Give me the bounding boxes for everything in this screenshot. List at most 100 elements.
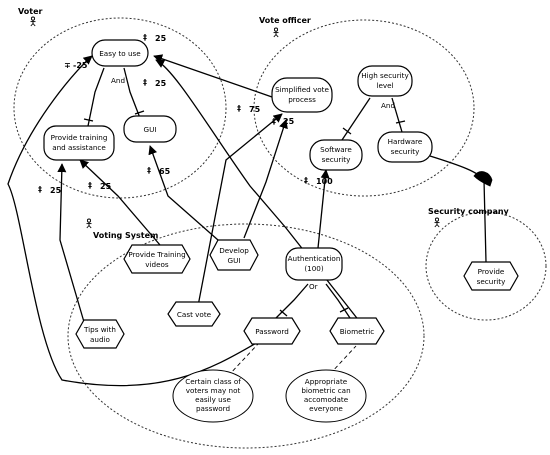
- softgoal-software-security: Software security: [309, 139, 363, 171]
- svg-text:Certain class of: Certain class of: [185, 377, 241, 386]
- voting-system-boundary: [67, 223, 425, 449]
- svg-text:videos: videos: [145, 260, 169, 269]
- and-link-high-to-hardware: [391, 97, 403, 133]
- goal-provide-training: Provide training and assistance: [43, 125, 115, 161]
- svg-text:GUI: GUI: [228, 256, 241, 265]
- voter-boundary: [13, 17, 227, 199]
- svg-text:75: 75: [249, 105, 261, 114]
- svg-text:100: 100: [316, 177, 333, 186]
- and-bar-hardware: [395, 120, 406, 124]
- or-link-auth-to-password: [275, 283, 309, 319]
- task-provide-training-videos: Provide Training videos: [123, 244, 191, 274]
- link-videos-to-training: [79, 159, 161, 246]
- and-label-officer: And: [381, 101, 395, 110]
- svg-text:Develop: Develop: [219, 246, 249, 255]
- softgoal-hardware-security: Hardware security: [377, 131, 433, 163]
- belief-password: Certain class of voters may not easily u…: [172, 369, 254, 423]
- plus-dagger-icon: ‡: [143, 33, 147, 42]
- and-label-voter: And: [111, 76, 125, 85]
- vote-officer-actor-label: Vote officer: [259, 16, 311, 25]
- svg-text:level: level: [376, 81, 393, 90]
- svg-text:Provide Training: Provide Training: [128, 250, 185, 259]
- svg-text:Password: Password: [255, 327, 289, 336]
- contribution-25-and: ‡ 25: [143, 78, 167, 88]
- svg-text:Cast vote: Cast vote: [177, 310, 212, 319]
- contribution-25-top: ‡ 25: [143, 33, 167, 43]
- security-company-actor-label: Security company: [428, 207, 510, 216]
- svg-text:audio: audio: [90, 335, 110, 344]
- link-password-to-easy: [7, 55, 259, 387]
- svg-text:security: security: [322, 155, 351, 164]
- plus-dagger-icon: ‡: [143, 78, 147, 87]
- svg-text:25: 25: [100, 182, 112, 191]
- svg-text:Provide training: Provide training: [51, 133, 108, 142]
- or-bar-biometric: [339, 307, 349, 313]
- svg-text:voters may not: voters may not: [186, 386, 241, 395]
- and-bar-software: [342, 127, 352, 135]
- task-password: Password: [243, 317, 301, 345]
- contribution-65: ‡ 65: [147, 166, 171, 176]
- minus-dagger-icon: ∓: [64, 61, 71, 70]
- contribution-25-ptv: ‡ 25: [88, 181, 112, 191]
- plus-dagger-icon: ‡: [237, 104, 241, 113]
- svg-text:biometric can: biometric can: [301, 386, 350, 395]
- voter-actor-label: Voter: [18, 7, 43, 16]
- voter-actor-icon: [30, 16, 36, 27]
- svg-text:process: process: [288, 95, 316, 104]
- or-link-auth-to-biometric: [325, 283, 351, 319]
- and-link-easy-to-gui: [123, 67, 141, 119]
- link-tips-to-training: [57, 163, 85, 323]
- svg-text:GUI: GUI: [144, 125, 157, 134]
- voting-system-actor-icon: [86, 218, 92, 229]
- svg-text:security: security: [391, 147, 420, 156]
- security-company-actor-icon: [434, 217, 440, 228]
- svg-text:Software: Software: [320, 145, 352, 154]
- or-label-auth: Or: [309, 282, 318, 291]
- svg-text:25: 25: [283, 117, 295, 126]
- belief-biometric: Appropriate biometric can accomodate eve…: [285, 369, 367, 423]
- svg-text:accomodate: accomodate: [304, 395, 349, 404]
- task-biometric: Biometric: [329, 317, 385, 345]
- dependency-d-icon: [473, 171, 493, 187]
- plus-dagger-icon: ‡: [272, 117, 276, 126]
- svg-text:25: 25: [155, 79, 167, 88]
- svg-text:25: 25: [155, 34, 167, 43]
- contribution-25-left: ‡ 25: [38, 185, 62, 195]
- plus-dagger-icon: ‡: [38, 185, 42, 194]
- svg-text:everyone: everyone: [309, 404, 343, 413]
- softgoal-high-security-level: High security level: [357, 65, 413, 97]
- and-link-easy-to-training: [87, 67, 105, 127]
- link-svp-to-easy: [153, 54, 273, 98]
- vote-officer-actor-icon: [273, 27, 279, 38]
- link-developgui-to-svp: [243, 119, 288, 239]
- link-auth-to-software: [317, 169, 330, 249]
- svg-text:Biometric: Biometric: [340, 327, 375, 336]
- link-castvote-to-svp: [197, 113, 283, 307]
- contribution-100: ‡ 100: [304, 176, 333, 186]
- and-bar-training: [83, 118, 94, 122]
- contribution-neg25: ∓ -25: [64, 61, 88, 70]
- svg-text:(100): (100): [304, 264, 324, 273]
- svg-text:security: security: [477, 277, 506, 286]
- and-bar-gui: [134, 110, 145, 115]
- softgoal-easy-to-use: Easy to use: [91, 39, 149, 67]
- svg-text:and assistance: and assistance: [52, 143, 106, 152]
- contribution-75: ‡ 75: [237, 104, 261, 114]
- contribution-25-svp: ‡ 25: [272, 117, 295, 126]
- svg-text:password: password: [196, 404, 230, 413]
- svg-text:Provide: Provide: [478, 267, 505, 276]
- and-link-high-to-software: [341, 97, 371, 141]
- svg-text:65: 65: [159, 167, 171, 176]
- plus-dagger-icon: ‡: [147, 166, 151, 175]
- svg-text:Hardware: Hardware: [388, 137, 423, 146]
- svg-text:Appropriate: Appropriate: [305, 377, 348, 386]
- svg-text:-25: -25: [73, 61, 88, 70]
- plus-dagger-icon: ‡: [304, 176, 308, 185]
- goal-gui: GUI: [123, 115, 177, 143]
- softgoal-simplified-vote-process: Simplified vote process: [271, 77, 333, 113]
- svg-text:Simplified vote: Simplified vote: [275, 85, 329, 94]
- task-provide-security: Provide security: [463, 261, 519, 291]
- svg-text:easily use: easily use: [195, 395, 231, 404]
- link-developgui-to-gui: [148, 145, 219, 241]
